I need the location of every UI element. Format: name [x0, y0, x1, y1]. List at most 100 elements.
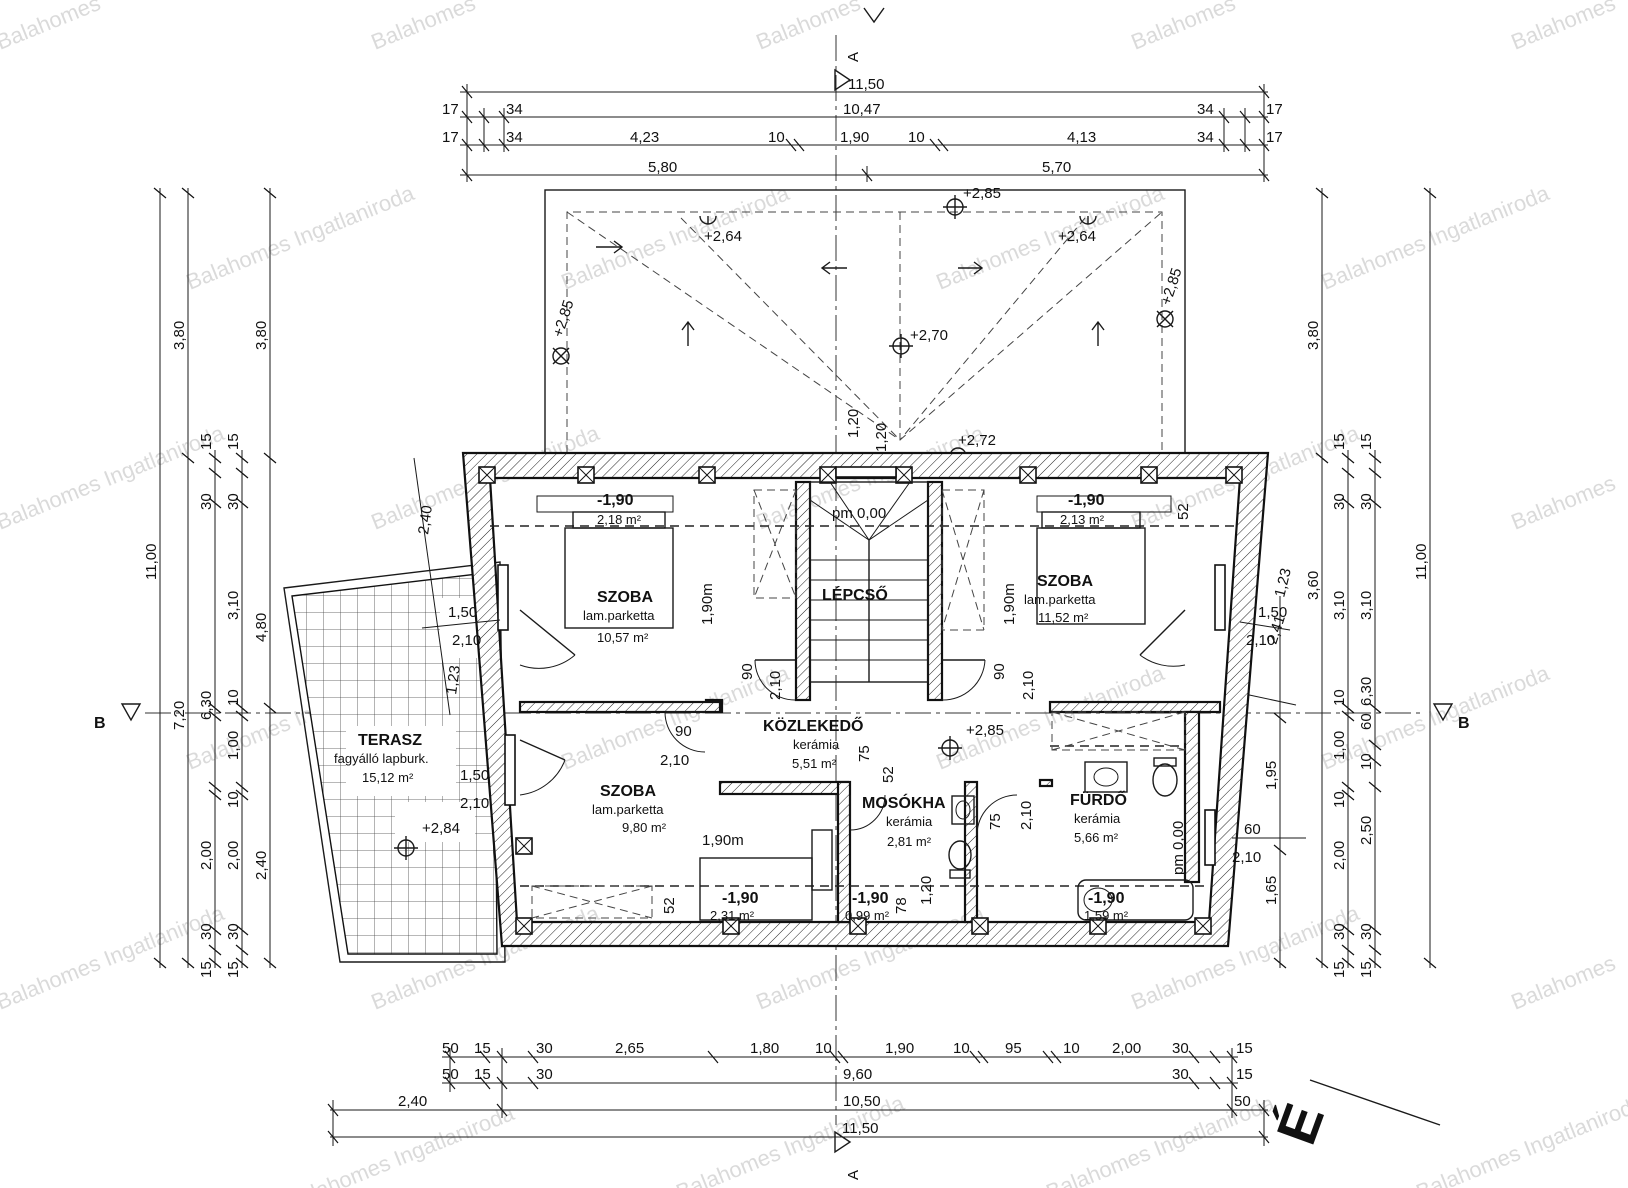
roof-level-label: +2,72: [958, 432, 996, 449]
svg-text:2,13 m²: 2,13 m²: [1060, 512, 1105, 527]
toilet-icon: [948, 840, 972, 879]
door: [664, 711, 706, 753]
compass-label: É: [1264, 1095, 1336, 1152]
dim-label: 3,60: [1305, 571, 1322, 600]
sink-icon: [1084, 761, 1128, 793]
dimension-chain-bottom: 50 15 30 2,65 1,80 10 1,90 10 95 10 2,00…: [327, 1040, 1270, 1146]
roof-drain-icon: [943, 195, 967, 219]
dim-label: 17: [1266, 129, 1283, 146]
svg-text:MOSÓKHA: MOSÓKHA: [862, 793, 946, 812]
watermark: Balahomes Ingatlaniroda: [1128, 900, 1364, 1015]
dim-label: 1,90: [885, 1040, 914, 1057]
dim-label: 30: [1331, 923, 1348, 940]
room-level: pm 0,00: [832, 505, 886, 522]
watermark: Balahomes: [1508, 950, 1619, 1014]
dim-label: 34: [1197, 101, 1214, 118]
door: [519, 739, 566, 796]
dim-label: 60: [1358, 713, 1375, 730]
dim-label: 30: [225, 493, 242, 510]
svg-text:lam.parketta: lam.parketta: [1024, 592, 1096, 607]
dim-label: 95: [1005, 1040, 1022, 1057]
watermark: Balahomes Ingatlaniroda: [0, 420, 228, 535]
svg-text:SZOBA: SZOBA: [1037, 573, 1093, 590]
svg-text:15,12 m²: 15,12 m²: [362, 770, 414, 785]
room-label-bedroom-3: SZOBA lam.parketta 9,80 m² 1,90m -1,90 2…: [592, 783, 759, 923]
cabinet: [941, 489, 985, 631]
dim-label: 50: [442, 1066, 459, 1083]
dim-label: 2,50: [1358, 816, 1375, 845]
opening-dimensions: 2,40 1,50 2,10 1,23 90 2,10 90 2,10 90 2…: [413, 457, 1306, 914]
dim-label: 3,10: [225, 591, 242, 620]
svg-text:11,52 m²: 11,52 m²: [1038, 610, 1089, 625]
dim-label: 10: [225, 791, 242, 808]
dim-label: 15: [225, 433, 242, 450]
toilet-icon: [1152, 757, 1178, 797]
dim-label: 2,10: [1232, 849, 1261, 866]
dim-label: 5,80: [648, 159, 677, 176]
roof-drain-icon: [699, 215, 717, 225]
watermark: Balahomes Ingatlaniroda: [933, 660, 1169, 775]
svg-text:2,10: 2,10: [660, 752, 689, 769]
roof-level-label: +2,85: [1158, 266, 1186, 307]
svg-text:5,51 m²: 5,51 m²: [792, 756, 837, 771]
svg-text:75: 75: [987, 813, 1004, 830]
watermark: Balahomes Ingatlaniroda: [0, 900, 228, 1015]
svg-text:2,10: 2,10: [1020, 671, 1037, 700]
window: [1214, 564, 1226, 631]
svg-text:90: 90: [675, 723, 692, 740]
svg-text:78: 78: [893, 897, 910, 914]
svg-text:-1,90: -1,90: [1068, 492, 1105, 509]
dim-label: 10: [1063, 1040, 1080, 1057]
dim-label: 30: [1172, 1040, 1189, 1057]
svg-text:1,90m: 1,90m: [699, 583, 716, 625]
svg-text:-1,90: -1,90: [852, 890, 889, 907]
svg-text:52: 52: [661, 897, 678, 914]
dim-label: 15: [225, 961, 242, 978]
dim-label: 30: [536, 1066, 553, 1083]
dim-label: 2,40: [253, 851, 270, 880]
section-a-label: A: [845, 52, 862, 62]
dim-label: 1,20: [873, 423, 890, 452]
dimension-chain-left: 11,00 3,80 7,20 3,80 15 30 6,30 2,00 30 …: [143, 187, 277, 978]
dim-label: 11,50: [842, 1120, 878, 1137]
wardrobe: [536, 495, 674, 513]
svg-text:TERASZ: TERASZ: [358, 732, 422, 749]
svg-text:-1,90: -1,90: [597, 492, 634, 509]
dim-label: 15: [1358, 961, 1375, 978]
dim-label: 1,80: [750, 1040, 779, 1057]
dimension-chain-right: 11,00 3,80 3,60 15 30 3,10 10 1,00 10 2,…: [1239, 187, 1437, 978]
dim-label: 60: [1244, 821, 1261, 838]
svg-text:1,50: 1,50: [460, 767, 489, 784]
watermark: Balahomes: [753, 0, 864, 55]
dim-label: 3,10: [1331, 591, 1348, 620]
dimension-chain-top: 11,50 17 34 10,47 34 17 17 34 4,23 10 1,…: [442, 76, 1283, 182]
dim-label: 15: [198, 961, 215, 978]
dim-label: 10,50: [843, 1093, 881, 1110]
cabinet: [1051, 711, 1186, 751]
room-label-bathroom: FÜRDŐ kerámia 5,66 m² -1,90 1,59 m² pm 0…: [1070, 790, 1187, 923]
svg-text:FÜRDŐ: FÜRDŐ: [1070, 790, 1127, 809]
watermark: Balahomes: [0, 0, 104, 55]
washing-machine-icon: [951, 795, 975, 825]
svg-text:90: 90: [991, 663, 1008, 680]
svg-text:kerámia: kerámia: [1074, 811, 1121, 826]
room-label-corridor: KÖZLEKEDŐ kerámia 5,51 m² +2,85: [763, 716, 1004, 771]
dim-label: 50: [442, 1040, 459, 1057]
dim-label: 4,80: [253, 613, 270, 642]
roof-drain-icon: [1079, 215, 1097, 225]
dim-label: 1,00: [225, 731, 242, 760]
door: [1139, 609, 1186, 667]
svg-text:1,50: 1,50: [1258, 604, 1287, 621]
dim-label: 10: [1358, 753, 1375, 770]
dim-label: 11,50: [848, 76, 884, 93]
window: [1204, 809, 1216, 866]
dim-label: 10: [953, 1040, 970, 1057]
svg-text:-1,90: -1,90: [1088, 890, 1125, 907]
svg-text:0,99 m²: 0,99 m²: [845, 908, 890, 923]
roof-drain-icon: [889, 334, 913, 358]
svg-text:2,18 m²: 2,18 m²: [597, 512, 642, 527]
door: [976, 794, 1018, 836]
svg-text:75: 75: [856, 745, 873, 762]
svg-text:2,10: 2,10: [452, 632, 481, 649]
watermark: Balahomes: [368, 0, 479, 55]
